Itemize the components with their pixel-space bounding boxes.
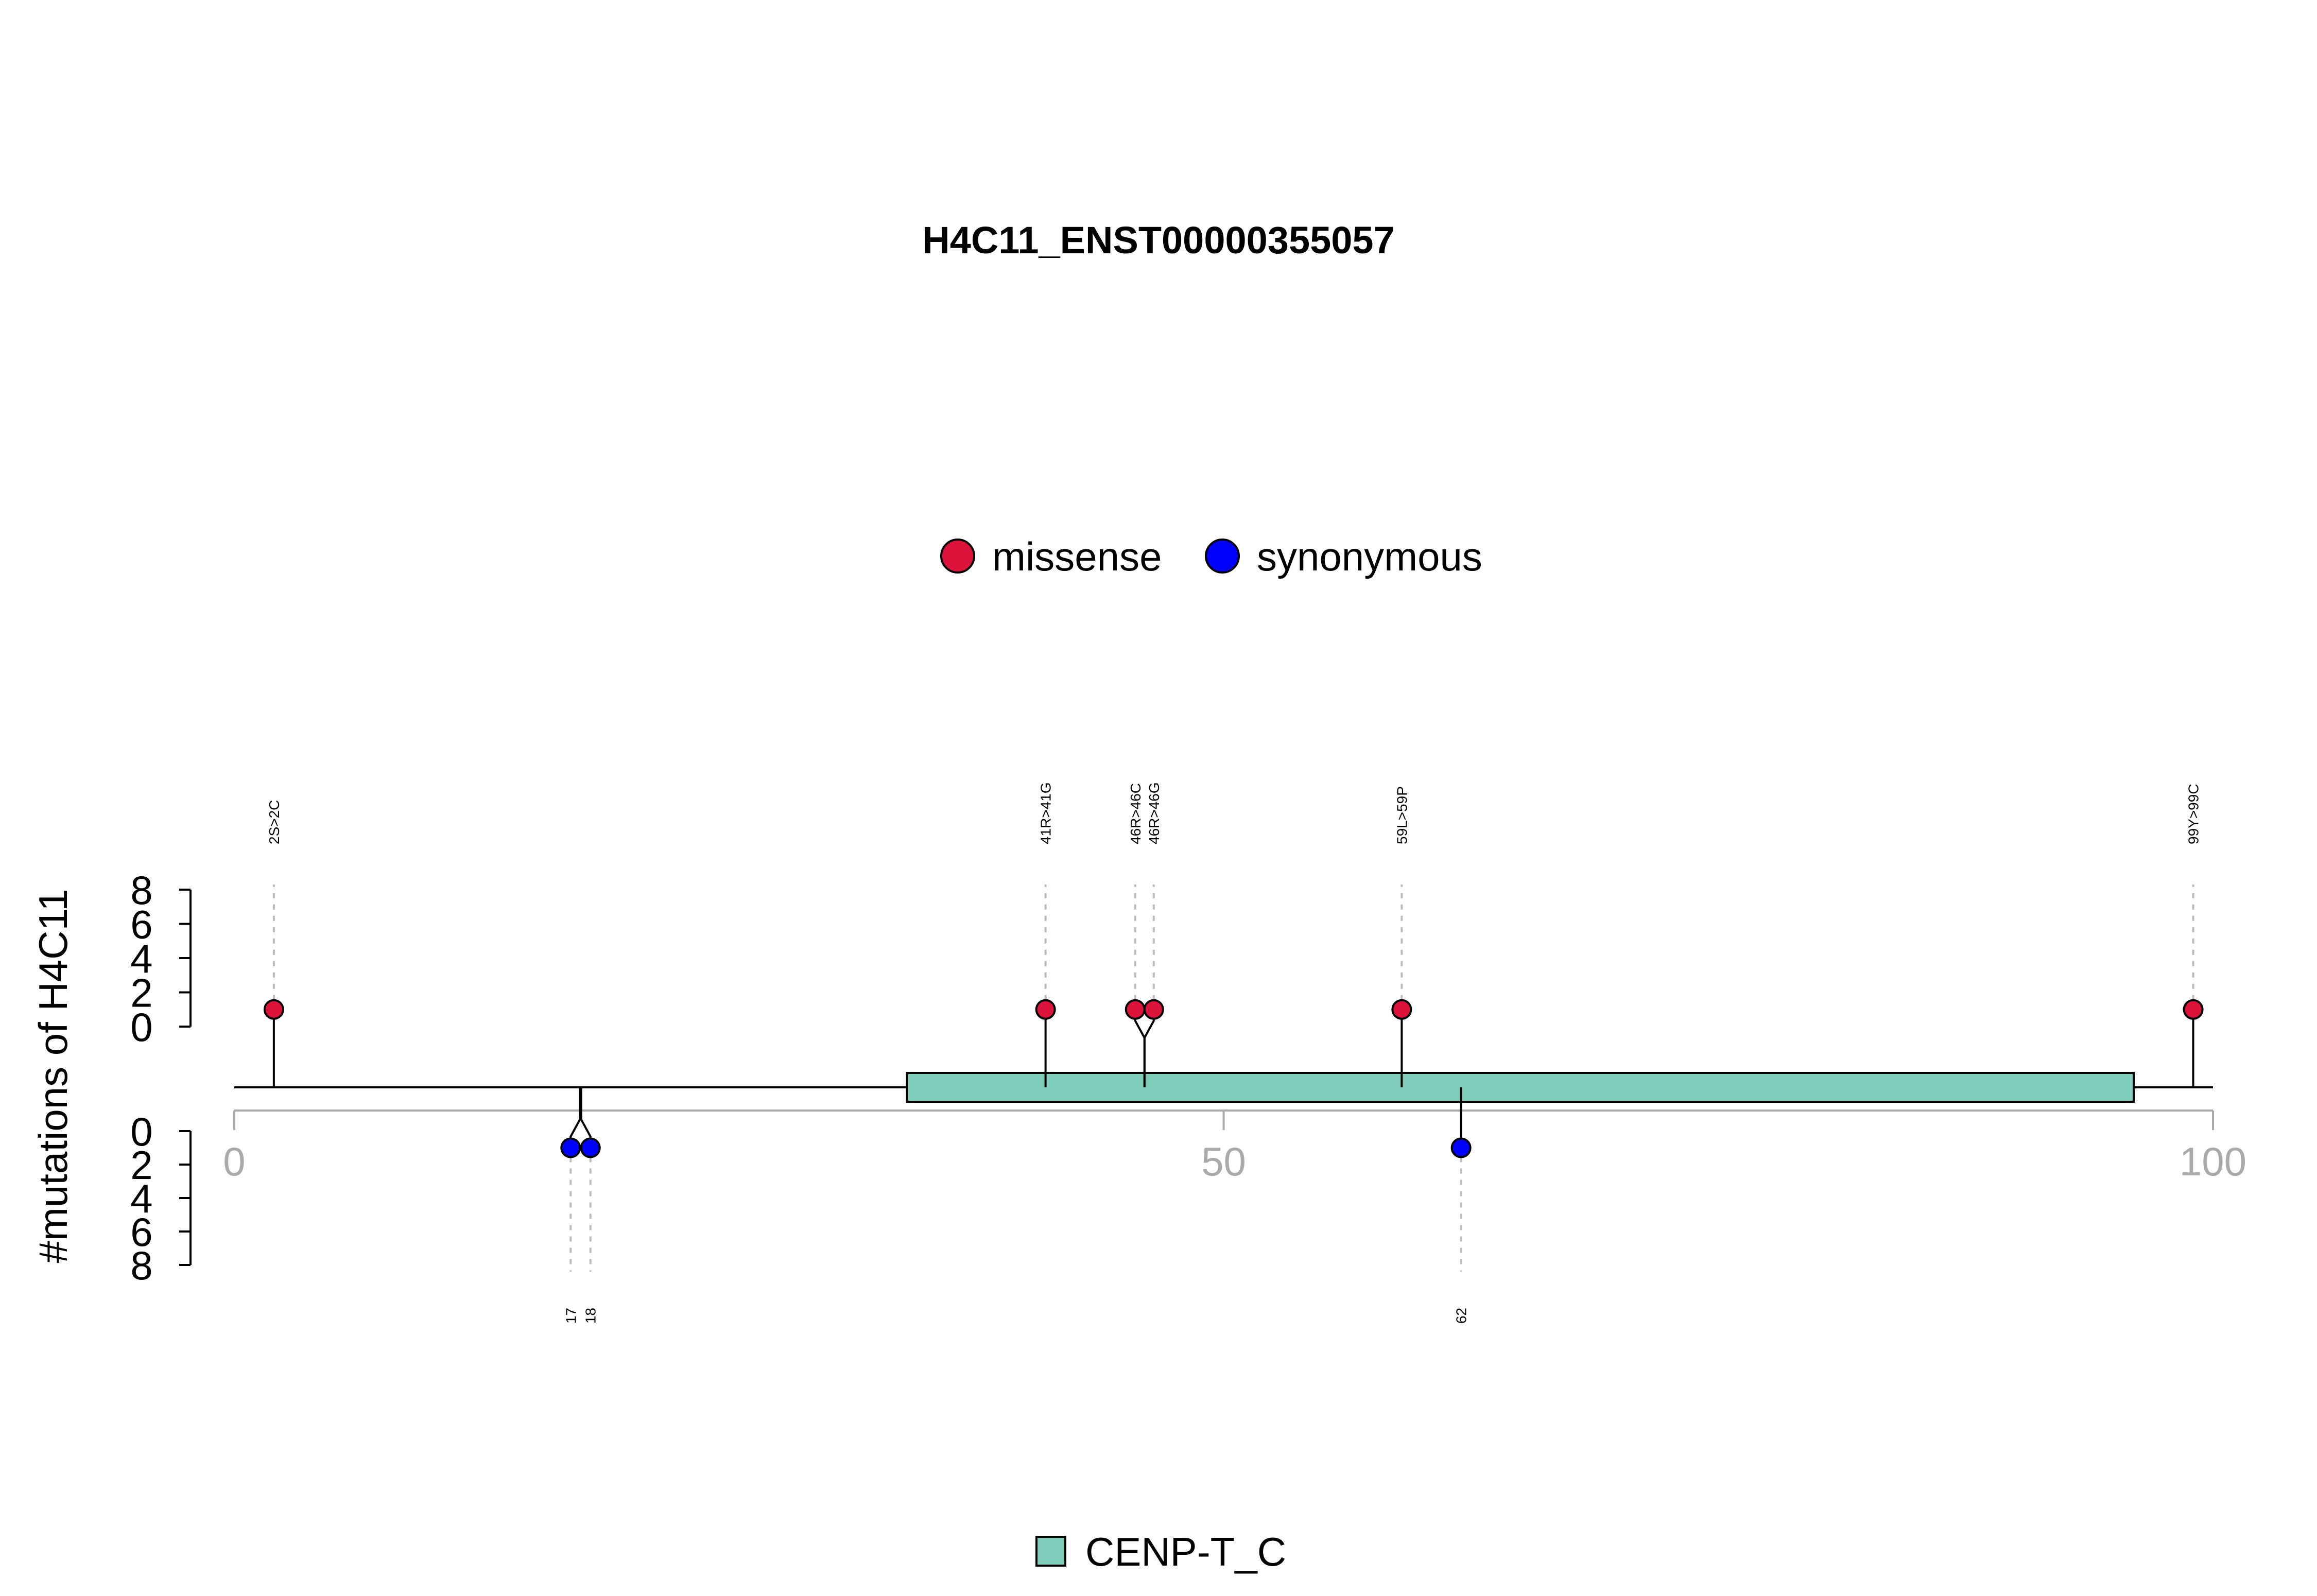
x-tick-label-100: 100 [2180, 1139, 2246, 1184]
label-syn-62: 62 [1454, 1308, 1469, 1324]
dot-syn-18 [580, 1137, 601, 1158]
dot-2s-2c [263, 999, 284, 1020]
label-syn-18: 18 [583, 1308, 599, 1324]
dot-syn-62 [1450, 1137, 1472, 1158]
y-tick-label-bottom-8: 8 [130, 1243, 152, 1288]
label-46r-46c: 46R>46C [1128, 783, 1144, 844]
label-syn-17: 17 [563, 1308, 579, 1324]
y-tick-label-bottom-2: 2 [130, 1142, 152, 1188]
y-tick-label-bottom-6: 6 [130, 1209, 152, 1255]
label-46r-46g: 46R>46G [1146, 782, 1162, 844]
domain-legend: CENP-T_C [1035, 1529, 1286, 1574]
protein-backbone [234, 1072, 2213, 1103]
label-41r-41g: 41R>41G [1038, 782, 1054, 844]
y-tick-label-bottom-0: 0 [130, 1109, 152, 1154]
legend-label-cenp-t-c: CENP-T_C [1085, 1529, 1286, 1574]
y-tick-label-top-8: 8 [130, 868, 152, 913]
y-axis-label: #mutations of H4C11 [30, 889, 76, 1263]
dot-46r-46g [1143, 999, 1164, 1020]
dot-syn-17 [560, 1137, 581, 1158]
domain-cenp-t-c [906, 1072, 2135, 1103]
dot-41r-41g [1035, 999, 1056, 1020]
legend-label-synonymous: synonymous [1257, 534, 1482, 579]
y-tick-label-top-0: 0 [130, 1004, 152, 1050]
legend-marker-missense [940, 539, 975, 574]
mutation-type-legend: missense synonymous [940, 534, 1482, 579]
dot-46r-46c [1125, 999, 1146, 1020]
y-tick-label-top-2: 2 [130, 970, 152, 1016]
label-59l-59p: 59L>59P [1394, 786, 1410, 844]
y-tick-label-bottom-4: 4 [130, 1176, 152, 1221]
x-tick-label-50: 50 [1201, 1139, 1246, 1184]
legend-label-missense: missense [992, 534, 1162, 579]
x-tick-label-0: 0 [223, 1139, 245, 1184]
chart-title: H4C11_ENST00000355057 [922, 219, 1394, 262]
label-99y-99c: 99Y>99C [2186, 784, 2202, 844]
y-tick-label-top-6: 6 [130, 902, 152, 947]
dot-59l-59p [1391, 999, 1412, 1020]
y-tick-label-top-4: 4 [130, 936, 152, 981]
dot-99y-99c [2183, 999, 2204, 1020]
legend-marker-cenp-t-c [1035, 1536, 1066, 1567]
legend-marker-synonymous [1205, 539, 1240, 574]
label-2s-2c: 2S>2C [266, 800, 282, 844]
